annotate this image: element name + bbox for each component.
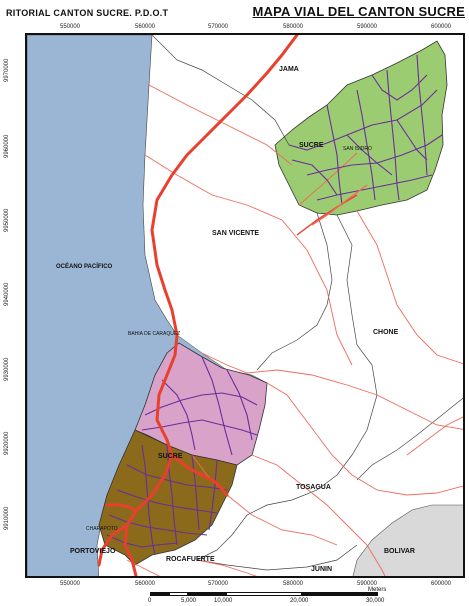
local-road (116, 489, 218, 514)
left-tick: 9950000 (4, 208, 10, 232)
top-tick: 580000 (283, 24, 304, 30)
top-tick: 550000 (60, 24, 81, 30)
scale-unit: Meters (368, 587, 387, 593)
local-road (416, 54, 428, 176)
bottom-tick: 600000 (431, 581, 452, 587)
map-canvas (25, 33, 465, 578)
boundaries (151, 35, 463, 571)
local-road (226, 369, 253, 441)
top-tick: 590000 (357, 24, 378, 30)
left-tick: 9930000 (4, 357, 10, 381)
local-road (208, 459, 218, 531)
local-road (191, 454, 200, 531)
map-svg (27, 35, 463, 576)
label-bolivar: BOLIVAR (384, 548, 415, 555)
top-tick: 600000 (431, 24, 452, 30)
secondary-road (251, 454, 386, 576)
local-road (126, 464, 228, 491)
header-subtitle: RITORIAL CANTON SUCRE. P.D.O.T (6, 8, 169, 18)
top-tick: 560000 (135, 24, 156, 30)
boundary-line (356, 397, 463, 481)
secondary-road (406, 416, 463, 456)
boundary-line (196, 544, 358, 571)
local-road (326, 104, 343, 206)
scale-bar (150, 592, 378, 597)
local-road (396, 119, 428, 161)
secondary-road (144, 154, 353, 366)
left-tick: 9920000 (4, 431, 10, 455)
bottom-tick: 560000 (135, 581, 156, 587)
local-road (346, 134, 393, 176)
bottom-tick: 590000 (357, 581, 378, 587)
local-road (161, 379, 196, 451)
secondary-road (356, 210, 463, 365)
secondary-road (266, 382, 463, 496)
label-charapoto: CHARAPOTO (86, 526, 118, 532)
secondary-road (298, 152, 358, 206)
bolivar-area (352, 504, 463, 576)
label-junin: JUNIN (311, 566, 333, 573)
main-roads (97, 35, 299, 576)
bottom-tick: 550000 (60, 581, 81, 587)
label-sucre-south: SUCRE (158, 453, 183, 460)
boundary-line (151, 35, 290, 146)
left-tick: 9960000 (4, 134, 10, 158)
scale-label: 0 (148, 598, 152, 604)
map-title: MAPA VIAL DEL CANTON SUCRE (252, 4, 465, 19)
label-chone: CHONE (373, 329, 399, 336)
label-jama: JAMA (279, 66, 299, 73)
scale-label: 20,000 (290, 598, 309, 604)
local-roads (106, 54, 443, 556)
main-road-branch (170, 453, 229, 497)
scale-label: 10,000 (214, 598, 233, 604)
local-road (144, 392, 258, 416)
scale-label: 30,000 (366, 598, 385, 604)
main-road-san-isidro (311, 184, 368, 226)
secondary-road (201, 352, 463, 430)
local-road (108, 514, 208, 536)
secondary-roads (126, 84, 463, 576)
scale-segment (169, 592, 188, 596)
label-bahia: BAHIA DE CARAQUEZ (128, 331, 181, 337)
label-portoviejo: PORTOVIEJO (70, 548, 116, 555)
secondary-road (148, 84, 293, 166)
scale-segment (150, 592, 169, 596)
secondary-road (191, 454, 338, 546)
top-tick: 570000 (208, 24, 229, 30)
sucre-brown-area (98, 429, 238, 566)
label-san-vicente: SAN VICENTE (212, 230, 260, 237)
local-road (356, 89, 376, 201)
scale-label: 5,000 (181, 598, 197, 604)
left-tick: 9910000 (4, 506, 10, 530)
local-road (201, 356, 233, 456)
main-road-branch (105, 503, 139, 512)
local-road (386, 69, 400, 201)
label-rocafuerte: ROCAFUERTE (166, 556, 215, 563)
boundary-line (256, 212, 333, 371)
left-tick: 9940000 (4, 282, 10, 306)
label-tosagua: TOSAGUA (296, 484, 331, 491)
scale-segment (302, 592, 378, 596)
secondary-road (196, 559, 257, 576)
main-road-branch (97, 523, 129, 567)
label-ocean: OCÉANO PACÍFICO (56, 264, 113, 270)
boundary-line (196, 394, 378, 561)
local-road (316, 174, 433, 201)
local-road (288, 89, 438, 151)
local-road (371, 74, 428, 101)
local-road (106, 534, 178, 548)
bottom-tick: 580000 (283, 581, 304, 587)
local-road (291, 159, 338, 196)
main-road-coastal (123, 35, 299, 576)
label-sucre-north: SUCRE (299, 142, 324, 149)
scale-segment (226, 592, 302, 596)
boundary-line (336, 214, 378, 396)
scale-segment (188, 592, 226, 596)
label-san-isidro: SAN ISIDRO (343, 146, 372, 152)
left-tick: 9970000 (4, 58, 10, 82)
local-road (141, 444, 156, 556)
main-road-sucre (296, 194, 358, 236)
bottom-tick: 570000 (208, 581, 229, 587)
